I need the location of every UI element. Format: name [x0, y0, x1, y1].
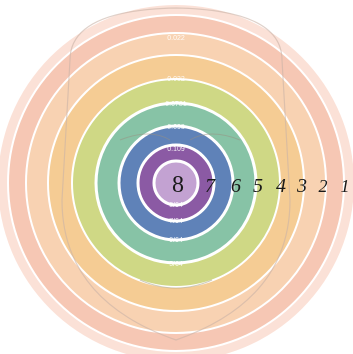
ring-label-1: 0.022 — [167, 35, 185, 42]
ring-label-3: 0.032 — [167, 76, 185, 83]
ring-number-2: 2 — [319, 176, 328, 196]
lower-label-1: 3/64 — [169, 202, 183, 209]
ring-number-8: 8 — [172, 172, 184, 198]
ring-number-5: 5 — [253, 175, 263, 197]
ring-number-3: 3 — [296, 175, 307, 197]
lower-label-4: 5/64 — [169, 261, 183, 268]
ring-8 — [152, 159, 200, 207]
lower-label-3: 9/64 — [169, 237, 183, 244]
mouth-line — [139, 279, 213, 289]
ring-number-4: 4 — [276, 175, 286, 197]
ring-label-6: 0.109 — [167, 146, 185, 153]
ring-number-1: 1 — [341, 176, 350, 196]
ring-number-7: 7 — [205, 175, 216, 197]
ring-label-5: 0.093 — [167, 124, 185, 131]
right-brow — [189, 133, 241, 141]
ring-number-6: 6 — [231, 175, 241, 197]
ring-label-4: 0.0781 — [165, 101, 187, 108]
head-outline — [61, 7, 291, 341]
left-brow — [119, 133, 171, 141]
lower-label-2: 7/64 — [169, 218, 183, 225]
